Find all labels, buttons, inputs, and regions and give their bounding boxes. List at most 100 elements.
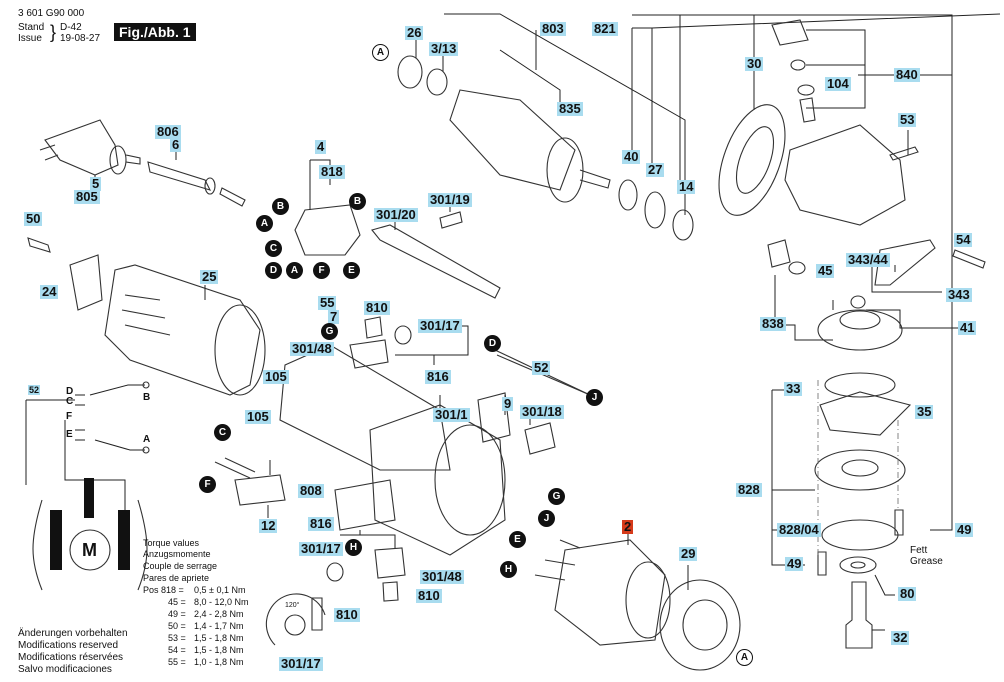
- bearing-plate-30: [718, 104, 786, 216]
- bearing-14: [672, 209, 694, 241]
- part-label-55[interactable]: 55: [318, 295, 337, 310]
- part-label-4[interactable]: 4: [315, 139, 327, 154]
- part-label-30[interactable]: 30: [745, 56, 764, 71]
- torque-title: Couple de serrage: [143, 561, 218, 571]
- part-label-301-19[interactable]: 301/19: [428, 192, 472, 207]
- part-label-816-b[interactable]: 816: [308, 516, 334, 531]
- part-label-80[interactable]: 80: [898, 586, 917, 601]
- connector-d: D: [484, 335, 501, 352]
- torque-pos: 55 =: [168, 657, 186, 667]
- bearing-3-13: [426, 68, 448, 96]
- bearing-flange-828: [771, 372, 912, 576]
- part-label-301-1[interactable]: 301/1: [433, 407, 470, 422]
- connector-j: J: [538, 510, 555, 527]
- part-label-32[interactable]: 32: [891, 630, 910, 645]
- part-label-301-20[interactable]: 301/20: [374, 207, 418, 222]
- air-guide-ring-29: [659, 565, 741, 671]
- part-label-45[interactable]: 45: [816, 263, 835, 278]
- part-label-49-b[interactable]: 49: [785, 556, 804, 571]
- part-label-808[interactable]: 808: [298, 483, 324, 498]
- part-label-24[interactable]: 24: [40, 284, 59, 299]
- part-label-840[interactable]: 840: [894, 67, 920, 82]
- part-label-50[interactable]: 50: [24, 211, 43, 226]
- cord-sleeve-part: [147, 161, 246, 207]
- stand-value: D-42: [60, 22, 82, 33]
- part-label-49-a[interactable]: 49: [955, 522, 974, 537]
- part-label-821[interactable]: 821: [592, 21, 618, 36]
- part-label-810-c[interactable]: 810: [334, 607, 360, 622]
- part-label-301-48-b[interactable]: 301/48: [420, 569, 464, 584]
- part-label-301-17-b[interactable]: 301/17: [299, 541, 343, 556]
- part-label-40[interactable]: 40: [622, 149, 641, 164]
- connector-h: H: [500, 561, 517, 578]
- part-label-343-44[interactable]: 343/44: [846, 252, 890, 267]
- part-label-2[interactable]: 2: [622, 519, 634, 534]
- part-label-25[interactable]: 25: [200, 269, 219, 284]
- torque-value: 8,0 - 12,0 Nm: [194, 597, 249, 607]
- connector-b: B: [272, 198, 289, 215]
- part-label-52-b[interactable]: 52: [28, 385, 41, 395]
- leader-821: [631, 13, 1001, 165]
- torque-pos: 45 =: [168, 597, 186, 607]
- connector-c: C: [214, 424, 231, 441]
- connector-c: C: [265, 240, 282, 257]
- part-label-26[interactable]: 26: [405, 25, 424, 40]
- part-label-105-b[interactable]: 105: [245, 409, 271, 424]
- part-label-301-17-c[interactable]: 301/17: [279, 656, 323, 671]
- part-label-33[interactable]: 33: [784, 381, 803, 396]
- connector-f: F: [313, 262, 330, 279]
- connector-d: D: [265, 262, 282, 279]
- part-label-27[interactable]: 27: [646, 162, 665, 177]
- disclaimer-line: Salvo modificaciones: [18, 664, 112, 675]
- part-label-105-a[interactable]: 105: [263, 369, 289, 384]
- part-label-803[interactable]: 803: [540, 21, 566, 36]
- part-label-29[interactable]: 29: [679, 546, 698, 561]
- part-label-806[interactable]: 806: [155, 124, 181, 139]
- part-label-805[interactable]: 805: [74, 189, 100, 204]
- part-label-835[interactable]: 835: [557, 101, 583, 116]
- part-label-828-04[interactable]: 828/04: [777, 522, 821, 537]
- issue-value: 19-08-27: [60, 33, 101, 44]
- part-label-343[interactable]: 343: [946, 287, 972, 302]
- part-label-301-17-a[interactable]: 301/17: [418, 318, 462, 333]
- disclaimer-line: Modifications reserved: [18, 640, 119, 651]
- torque-value: 1,5 - 1,8 Nm: [194, 645, 244, 655]
- part-label-53[interactable]: 53: [898, 112, 917, 127]
- part-label-6[interactable]: 6: [170, 137, 182, 152]
- part-label-3-13[interactable]: 3/13: [429, 41, 459, 56]
- part-label-828[interactable]: 828: [736, 482, 762, 497]
- document-number: 3 601 G90 000: [18, 8, 85, 19]
- part-label-7[interactable]: 7: [328, 309, 340, 324]
- part-label-301-18[interactable]: 301/18: [520, 404, 564, 419]
- part-label-818[interactable]: 818: [319, 164, 345, 179]
- part-label-14[interactable]: 14: [677, 179, 696, 194]
- torque-value: 1,0 - 1,8 Nm: [194, 657, 244, 667]
- part-label-5[interactable]: 5: [90, 176, 102, 191]
- part-label-35[interactable]: 35: [915, 404, 934, 419]
- torque-title: Torque values: [143, 538, 200, 548]
- part-label-104[interactable]: 104: [825, 76, 851, 91]
- part-label-12[interactable]: 12: [259, 518, 278, 533]
- part-label-301-48-a[interactable]: 301/48: [290, 341, 334, 356]
- pinion-and-lock: [767, 239, 986, 341]
- connector-e: E: [343, 262, 360, 279]
- part-label-54[interactable]: 54: [954, 232, 973, 247]
- part-label-816-a[interactable]: 816: [425, 369, 451, 384]
- part-label-838[interactable]: 838: [760, 316, 786, 331]
- part-label-52-a[interactable]: 52: [532, 360, 551, 375]
- torque-title: Anzugsmomente: [143, 549, 211, 559]
- wiring-diagram: [25, 381, 150, 591]
- part-label-810-a[interactable]: 810: [364, 300, 390, 315]
- part-label-810-b[interactable]: 810: [416, 588, 442, 603]
- cable-clamp-24: [69, 254, 103, 311]
- brace-icon: }: [50, 22, 57, 42]
- part-label-41[interactable]: 41: [958, 320, 977, 335]
- wiring-label-d: D: [66, 386, 74, 397]
- leader-821-b: [632, 14, 953, 180]
- leader-835: [499, 30, 561, 105]
- disclaimer-line: Änderungen vorbehalten: [18, 628, 128, 639]
- part-label-9[interactable]: 9: [502, 396, 514, 411]
- connector-a: A: [372, 44, 389, 61]
- angle-annotation: 120°: [285, 602, 300, 609]
